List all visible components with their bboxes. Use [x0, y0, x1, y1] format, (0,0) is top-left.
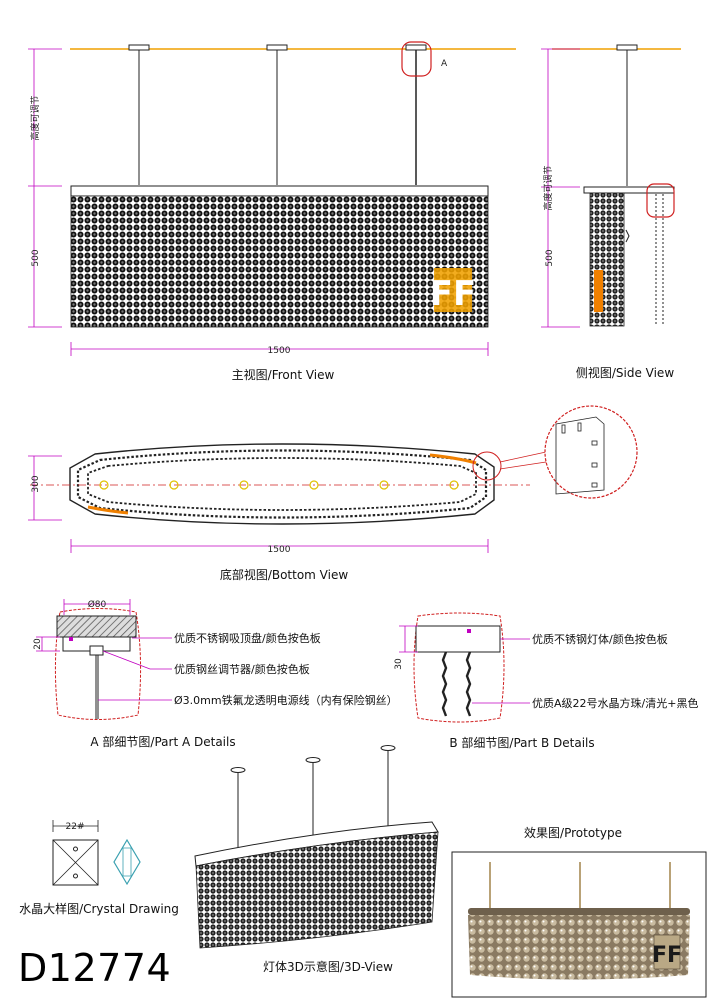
height-500-label: 500: [31, 249, 41, 266]
adjustable-height-label: 高度可调节: [29, 95, 41, 140]
mount-point: [99, 480, 109, 490]
canopy-annotation: 优质不锈钢吸顶盘/颜色按色板: [174, 631, 321, 645]
crystal-drawing-title: 水晶大样图/Crystal Drawing: [19, 901, 179, 916]
bottom-view-title: 底部视图/Bottom View: [220, 567, 349, 582]
crystal-annotation: 优质A级22号水晶方珠/清光+黑色: [532, 696, 698, 710]
canopy-height-label: 20: [33, 638, 43, 650]
bottom-width-1500-label: 1500: [268, 545, 291, 555]
lamp-body-frame: [70, 185, 489, 197]
width-1500-label: 1500: [268, 346, 291, 356]
canopy: [405, 44, 427, 51]
screw-marker: [467, 629, 471, 633]
adjuster-annotation: 优质钢丝调节器/颜色按色板: [174, 662, 310, 676]
body-height-label: 30: [394, 658, 404, 670]
crystal-curtain: [70, 195, 489, 328]
ceiling-hatch: [56, 615, 137, 638]
part-a-title: A 部细节图/Part A Details: [90, 734, 235, 749]
prototype-logo: [653, 934, 681, 970]
prototype-crystal-body: [468, 915, 690, 980]
zoom-leader: [499, 461, 547, 470]
zoom-frame-corner: [555, 416, 605, 495]
front-view-title: 主视图/Front View: [232, 367, 335, 382]
logo-accent: [429, 453, 477, 465]
part-b-title: B 部细节图/Part B Details: [449, 735, 594, 750]
canopy: [266, 44, 288, 51]
side-height-500-label: 500: [545, 249, 555, 266]
crystal-strand: [441, 651, 448, 717]
mount-point: [169, 480, 179, 490]
side-view-title: 侧视图/Side View: [576, 365, 674, 380]
side-bracket: [625, 229, 630, 243]
part-b-details: 30 优质不锈钢灯体/颜色按色板 优质A级22号水晶方珠/清光+黑色 B 部细节…: [394, 612, 698, 750]
front-view: A FF 高度可调节 500 1500 主视图/Front View: [28, 41, 516, 382]
zoom-leader: [499, 451, 547, 463]
detail-circle-a: [401, 41, 432, 77]
crystal-size-label: 22#: [66, 822, 85, 832]
canopy: [380, 745, 396, 751]
part-a-boundary: [54, 608, 142, 720]
crystal-drawing: 22# 水晶大样图/Crystal Drawing: [19, 820, 179, 916]
prototype-top-frame: [468, 908, 690, 915]
marker-a-label: A: [441, 59, 448, 69]
canopy-dia-label: Ø80: [88, 599, 107, 610]
prototype: 效果图/Prototype FF: [451, 825, 707, 998]
canopy: [305, 757, 321, 763]
side-view: 高度可调节 500 侧视图/Side View: [541, 44, 681, 380]
outer-crystal-ring: [76, 449, 488, 519]
mount-point: [379, 480, 389, 490]
crystal-curtain-3d: [195, 831, 439, 949]
canopy: [616, 44, 638, 51]
outer-outline: [69, 443, 495, 525]
part-a-details: Ø80 20 优质不锈钢吸顶盘/颜色按色板 优质钢丝调节器/颜色按色板 Ø3.0…: [33, 599, 398, 749]
lamp-body-section: [415, 625, 501, 653]
inner-crystal-ring: [87, 457, 477, 511]
crystal-strand: [465, 651, 472, 717]
mount-point: [309, 480, 319, 490]
cable-annotation: Ø3.0mm铁氟龙透明电源线（内有保险钢丝）: [174, 693, 398, 707]
canopy: [230, 767, 246, 773]
part-b-boundary: [413, 612, 505, 723]
logo-text: FF: [430, 274, 476, 314]
canopy: [128, 44, 150, 51]
side-adjustable-height-label: 高度可调节: [542, 165, 554, 210]
three-d-view: 灯体3D示意图/3D-View: [194, 745, 439, 974]
logo-accent: [87, 505, 129, 515]
depth-300-label: 300: [31, 475, 41, 492]
callout-leader: [102, 650, 151, 670]
mount-point: [239, 480, 249, 490]
logo-edge: [594, 270, 603, 312]
screw-marker: [69, 637, 73, 641]
prototype-logo-text: FF: [652, 943, 682, 968]
bottom-view: 300 1500 底部视图/Bottom View: [28, 405, 638, 582]
mount-point: [449, 480, 459, 490]
detail-circle-b: [646, 183, 675, 218]
zoom-circle-large: [544, 405, 638, 499]
prototype-title: 效果图/Prototype: [524, 825, 622, 840]
three-d-view-title: 灯体3D示意图/3D-View: [263, 959, 393, 974]
crystal-side-profile: [113, 838, 141, 886]
lamp-body-frame: [583, 186, 675, 194]
zoom-circle-small: [472, 451, 502, 481]
brand-logo: FF: [430, 268, 476, 314]
wire-adjuster: [89, 645, 104, 656]
product-code: D12774: [18, 946, 172, 990]
body-annotation: 优质不锈钢灯体/颜色按色板: [532, 632, 668, 646]
